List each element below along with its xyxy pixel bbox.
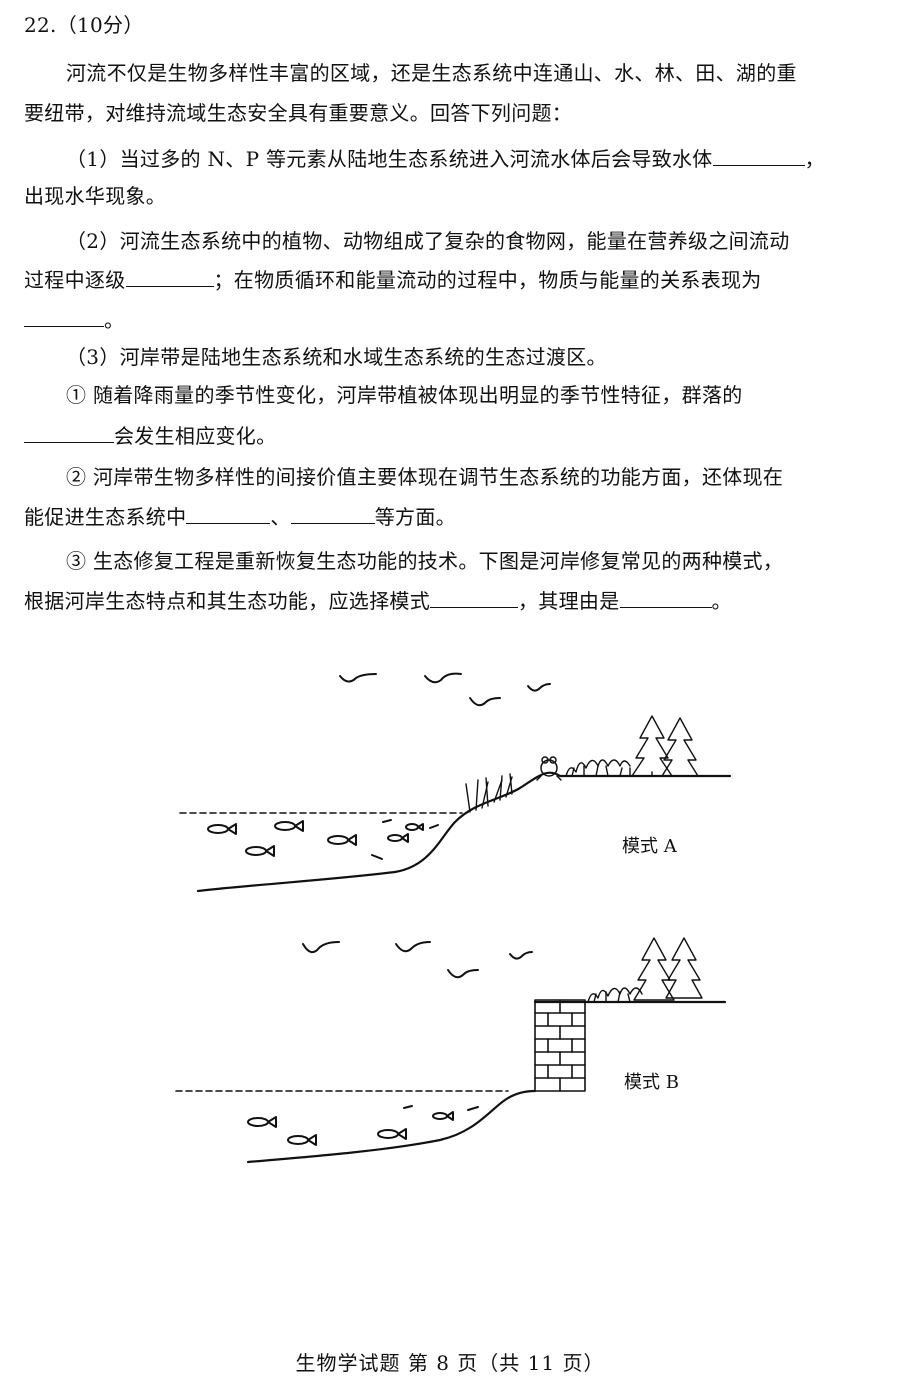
- answer-blank-q2-a[interactable]: [125, 266, 214, 287]
- fish-icon: [274, 820, 304, 832]
- mode-b-label: 模式 B: [624, 1072, 679, 1093]
- q3-line-1: （3）河岸带是陆地生态系统和水域生态系统的生态过渡区。: [66, 345, 607, 369]
- bird-icon: [302, 941, 340, 954]
- tree-icon: [633, 937, 703, 1001]
- fish-icon: [327, 834, 357, 846]
- intro-line-2: 要纽带，对维持流域生态安全具有重要意义。回答下列问题：: [24, 101, 573, 125]
- q3a-text: 会发生相应变化。: [114, 424, 277, 448]
- reed-icon: [465, 773, 513, 813]
- q2-text-b: ；在物质循环和能量流动的过程中，物质与能量的关系表现为: [213, 268, 762, 292]
- fish-icon: [245, 845, 275, 857]
- answer-blank-q3c-reason[interactable]: [619, 587, 712, 608]
- q3b-text-end: 等方面。: [374, 505, 456, 529]
- fish-icon: [207, 823, 237, 835]
- answer-blank-q1[interactable]: [712, 145, 805, 166]
- q3a-line-1: ① 随着降雨量的季节性变化，河岸带植被体现出明显的季节性特征，群落的: [66, 383, 743, 407]
- q3c-line-1: ③ 生态修复工程是重新恢复生态功能的技术。下图是河岸修复常见的两种模式，: [66, 549, 784, 573]
- answer-blank-q2-b[interactable]: [24, 306, 104, 327]
- q3b-text-a: 能促进生态系统中: [24, 505, 187, 529]
- bird-icon: [339, 673, 377, 683]
- fish-icon: [287, 1134, 317, 1146]
- fish-icon: [405, 823, 424, 831]
- q2-line-1: （2）河流生态系统中的植物、动物组成了复杂的食物网，能量在营养级之间流动: [66, 229, 790, 253]
- answer-blank-q3b-a[interactable]: [186, 503, 271, 524]
- q1-line-1: （1）当过多的 N、P 等元素从陆地生态系统进入河流水体后会导致水体 ，: [66, 145, 825, 172]
- answer-blank-q3c-mode[interactable]: [430, 587, 518, 608]
- bird-icon: [469, 697, 501, 707]
- question-number: 22.（10分）: [24, 13, 144, 37]
- q3a-line-2: 会发生相应变化。: [24, 422, 276, 449]
- bird-icon: [509, 951, 533, 960]
- fish-icon: [382, 819, 392, 823]
- mode-a-diagram: [179, 672, 732, 893]
- q1-text: （1）当过多的 N、P 等元素从陆地生态系统进入河流水体后会导致水体: [66, 147, 713, 171]
- answer-blank-q3b-b[interactable]: [290, 503, 375, 524]
- page-footer: 生物学试题 第 8 页（共 11 页）: [295, 1351, 605, 1375]
- riverbank-slope: [196, 771, 732, 893]
- q3b-sep: 、: [270, 505, 291, 529]
- q2-line-2: 过程中逐级 ；在物质循环和能量流动的过程中，物质与能量的关系表现为: [24, 266, 762, 293]
- q2-period: 。: [104, 308, 125, 332]
- riverbank-slope: [246, 1089, 537, 1164]
- fish-icon: [403, 1105, 413, 1109]
- frog-icon: [536, 756, 562, 781]
- bird-icon: [527, 683, 551, 692]
- mode-a-label: 模式 A: [622, 836, 678, 857]
- shrub-icon: [565, 759, 631, 777]
- fish-icon: [387, 833, 409, 843]
- q2-line-3: 。: [24, 306, 124, 333]
- fish-icon: [467, 1106, 479, 1111]
- intro-line-1: 河流不仅是生物多样性丰富的区域，还是生态系统中连通山、水、林、田、湖的重: [66, 61, 797, 85]
- fish-icon: [429, 824, 439, 829]
- fish-icon: [247, 1116, 277, 1128]
- bird-icon: [424, 672, 462, 684]
- answer-blank-q3a[interactable]: [24, 422, 114, 443]
- q3c-text-b: ，其理由是: [518, 589, 620, 613]
- bird-icon: [395, 941, 431, 953]
- fish-icon: [377, 1128, 407, 1140]
- fish-icon: [432, 1111, 454, 1121]
- bird-icon: [447, 969, 479, 979]
- q3c-line-2: 根据河岸生态特点和其生态功能，应选择模式 ，其理由是 。: [24, 587, 732, 614]
- q1-comma: ，: [804, 147, 825, 171]
- q3b-line-2: 能促进生态系统中 、 等方面。: [24, 503, 456, 530]
- mode-b-diagram: [175, 937, 727, 1164]
- brick-wall: [534, 999, 586, 1092]
- q3b-line-1: ② 河岸带生物多样性的间接价值主要体现在调节生态系统的功能方面，还体现在: [66, 465, 784, 489]
- q3c-period: 。: [711, 589, 732, 613]
- tree-icon: [631, 715, 699, 777]
- q2-text-a: 过程中逐级: [24, 268, 126, 292]
- fish-icon: [371, 854, 383, 860]
- q1-line-2: 出现水华现象。: [24, 184, 167, 208]
- shrub-icon: [587, 987, 643, 1003]
- q3c-text-a: 根据河岸生态特点和其生态功能，应选择模式: [24, 589, 430, 613]
